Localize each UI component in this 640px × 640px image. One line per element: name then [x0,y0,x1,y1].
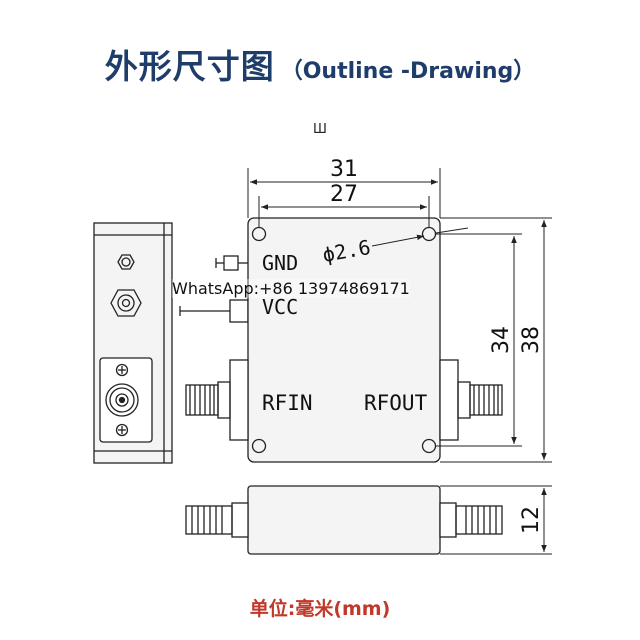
page-title: 外形尺寸图 [104,47,275,86]
page-subtitle: （Outline -Drawing） [280,59,536,84]
rfout-connector [439,359,503,441]
side-sma-connector [99,357,153,443]
rfin-label: RFIN [262,391,313,415]
side-vcc-feedthrough [110,289,142,317]
bottom-view-body [247,485,441,555]
mount-hole-br [421,438,437,454]
unit-label: 单位:毫米(mm) [249,598,391,620]
dim-width-outer: 31 [330,157,358,182]
bottom-view [185,485,503,555]
dim-thickness: 12 [519,506,544,534]
view-mark-label: Ш [313,122,327,137]
top-view [179,217,503,463]
dim-height-inner: 34 [489,326,514,354]
dim-width-inner: 27 [330,182,358,207]
mount-hole-bl [251,438,267,454]
top-view-body [247,217,441,463]
vcc-pin [179,299,249,323]
watermark-text: WhatsApp:+86 13974869171 [172,279,410,298]
side-gnd-nut [117,254,135,270]
gnd-label: GND [262,251,298,275]
gnd-pin [215,255,248,271]
dimension-lines [247,168,552,555]
rfin-connector [185,359,249,441]
side-view [93,222,173,464]
rfout-label: RFOUT [364,391,428,415]
dim-height-outer: 38 [519,326,544,354]
vcc-label: VCC [262,295,298,319]
title-area: 外形尺寸图（Outline -Drawing） [0,40,640,88]
